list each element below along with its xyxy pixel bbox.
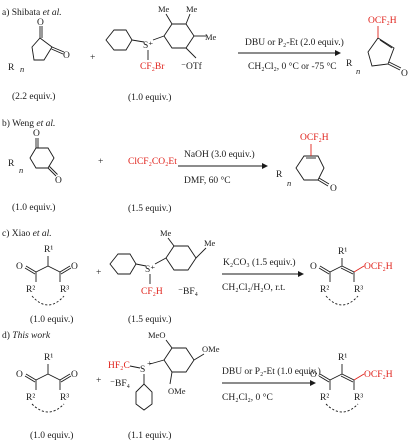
a-reagent2-equiv: (1.0 equiv.)	[128, 92, 171, 103]
b-product-structure: OCF₂H O R n	[276, 133, 337, 194]
atom-s: S⁺	[143, 41, 153, 51]
section-c: c) Xiao et al. R¹ O O R² R³ (1.0 equiv.)…	[2, 228, 393, 325]
d-hf2c-group: HF₂C	[108, 361, 130, 371]
a-product-structure: OCF₂H O R n	[346, 16, 408, 79]
atom-n: n	[19, 165, 23, 175]
atom-r: R	[346, 59, 353, 69]
atom-n: n	[287, 178, 291, 188]
atom-o: O	[71, 370, 78, 380]
atom-o: O	[55, 176, 62, 186]
atom-r: R	[8, 63, 15, 73]
d-ketone-structure: R¹ O O R² R³	[16, 353, 78, 413]
atom-r1: R¹	[338, 353, 347, 363]
section-c-label: c) Xiao et al.	[2, 228, 52, 239]
atom-o: O	[310, 262, 317, 272]
atom-r1: R¹	[338, 247, 347, 257]
atom-r2: R²	[320, 285, 329, 295]
c-reagent2-equiv: (1.5 equiv.)	[128, 314, 171, 325]
atom-o: O	[16, 262, 23, 272]
atom-r1: R¹	[44, 245, 53, 255]
b-product-ocf2h: OCF₂H	[300, 133, 329, 143]
methyl-label: Me	[205, 32, 217, 42]
d-bf4-counterion: ⁻BF₄	[110, 379, 130, 389]
plus-sign: +	[96, 376, 101, 386]
plus-sign: +	[98, 157, 103, 167]
atom-o: O	[33, 129, 40, 139]
d-sulfonium-reagent: HF₂C S + MeO OMe OMe ⁻BF₄	[108, 330, 220, 411]
sulfonium-charge: +	[147, 358, 152, 368]
atom-o: O	[16, 370, 23, 380]
section-a-label: a) Shibata et al.	[2, 7, 62, 18]
c-bf4-counterion: ⁻BF₄	[178, 287, 198, 297]
c-condition-bottom: CH₂Cl₂/H₂O, r.t.	[222, 283, 285, 293]
d-condition-bottom: CH₂Cl₂, 0 °C	[222, 392, 273, 403]
atom-o: O	[310, 370, 317, 380]
atom-r: R	[276, 170, 283, 180]
methoxy-label: OMe	[168, 386, 186, 396]
d-condition-top: DBU or P₂-Et (1.0 equiv.)	[222, 366, 321, 377]
section-b-label: b) Weng et al.	[2, 118, 55, 129]
c-sulfonium-reagent: S⁺ Me Me CF₂H ⁻BF₄	[109, 228, 216, 297]
c-product-structure: R¹ O OCF₂H R² R³	[310, 247, 393, 306]
plus-sign: +	[96, 268, 101, 278]
c-cf2h-group: CF₂H	[141, 287, 163, 297]
b-condition-top: NaOH (3.0 equiv.)	[184, 149, 255, 160]
section-b: b) Weng et al. O O R n (1.0 equiv.) + Cl…	[2, 118, 337, 214]
atom-n: n	[20, 64, 24, 74]
b-reagent2: ClCF₂CO₂Et	[128, 157, 177, 167]
c-product-ocf2h: OCF₂H	[364, 262, 393, 272]
atom-r2: R²	[26, 285, 35, 295]
d-product-structure: R¹ O OCF₂H R² R³	[310, 353, 393, 413]
atom-s: S⁺	[145, 265, 155, 275]
atom-o: O	[37, 18, 44, 28]
atom-o: O	[63, 51, 70, 61]
methoxy-label: MeO	[148, 330, 165, 340]
methyl-label: Me	[186, 4, 198, 14]
a-sulfonium-reagent: S⁺ Me Me Me CF₂Br ⁻OTf	[105, 4, 217, 72]
d-reagent1-equiv: (1.0 equiv.)	[30, 430, 73, 441]
atom-n: n	[356, 66, 360, 76]
c-ketone-structure: R¹ O O R² R³	[16, 245, 78, 306]
atom-r3: R³	[354, 285, 363, 295]
c-condition-top: K₂CO₃ (1.5 equiv.)	[223, 257, 296, 268]
atom-r3: R³	[60, 393, 69, 403]
atom-r1: R¹	[44, 353, 53, 363]
section-d: d) This work R¹ O O R² R³ (1.0 equiv.) +…	[2, 330, 393, 441]
section-a: a) Shibata et al. O O R n (2.2 equiv.) +…	[2, 4, 408, 103]
a-otf-counterion: ⁻OTf	[181, 61, 203, 72]
b-condition-bottom: DMF, 60 °C	[184, 175, 231, 186]
d-product-ocf2h: OCF₂H	[364, 370, 393, 380]
d-reagent2-equiv: (1.1 equiv.)	[128, 430, 171, 441]
a-product-ocf2h: OCF₂H	[368, 16, 397, 26]
methoxy-label: OMe	[202, 344, 220, 354]
a-reagent1-equiv: (2.2 equiv.)	[12, 91, 55, 102]
a-condition-bottom: CH₂Cl₂, 0 °C or -75 °C	[248, 61, 337, 72]
methyl-label: Me	[160, 228, 172, 238]
a-cf2br-group: CF₂Br	[140, 62, 165, 72]
plus-sign: +	[90, 53, 95, 63]
a-dione-structure: O O R n	[8, 18, 70, 74]
atom-s: S	[140, 365, 145, 375]
section-d-label: d) This work	[2, 330, 51, 341]
atom-o: O	[330, 184, 337, 194]
atom-r: R	[8, 159, 15, 169]
a-condition-top: DBU or P₂-Et (2.0 equiv.)	[245, 37, 344, 48]
atom-r3: R³	[354, 393, 363, 403]
b-dione-structure: O O R n	[8, 129, 62, 186]
methyl-label: Me	[158, 4, 170, 14]
b-reagent2-equiv: (1.5 equiv.)	[128, 203, 171, 214]
b-reagent1-equiv: (1.0 equiv.)	[12, 202, 55, 213]
atom-r2: R²	[26, 393, 35, 403]
atom-r3: R³	[60, 285, 69, 295]
atom-o: O	[71, 262, 78, 272]
methyl-label: Me	[204, 238, 216, 248]
atom-r2: R²	[320, 393, 329, 403]
c-reagent1-equiv: (1.0 equiv.)	[30, 314, 73, 325]
atom-o: O	[401, 69, 408, 79]
